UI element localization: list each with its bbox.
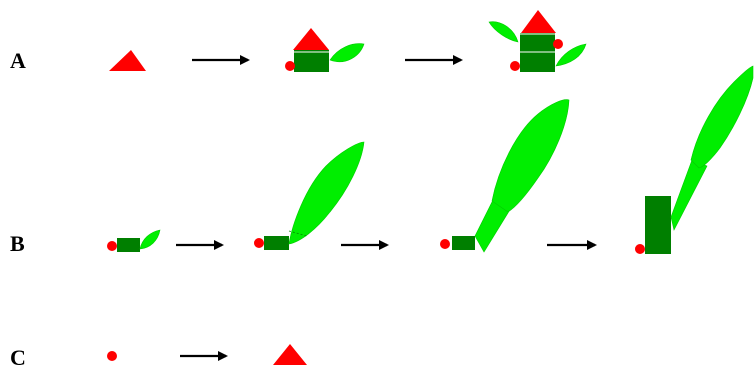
bud-dot-icon: [107, 351, 117, 361]
apex-triangle-icon: [293, 28, 329, 50]
bud-dot-icon: [635, 244, 645, 254]
stem-segment: [452, 236, 475, 250]
leaf-icon: [690, 65, 754, 169]
row-b-stage-1: [107, 229, 161, 252]
leaf-icon: [139, 229, 161, 250]
row-label-b: B: [10, 231, 25, 256]
stem-segment: [264, 236, 289, 250]
row-a-stage-2: [285, 28, 365, 72]
leaf-icon: [288, 141, 365, 245]
leaf-icon: [555, 43, 587, 67]
bud-dot-icon: [440, 239, 450, 249]
stem-segment: [520, 52, 555, 72]
row-b-stage-4: [635, 65, 754, 254]
apex-triangle-icon: [273, 344, 307, 365]
stem-segment: [520, 33, 555, 52]
bud-dot-icon: [254, 238, 264, 248]
petiole: [670, 159, 708, 231]
row-a-stage-1: [109, 50, 146, 71]
stem-segment: [645, 196, 671, 254]
leaf-icon: [488, 21, 519, 43]
apex-triangle-icon: [109, 50, 146, 71]
row-a-stage-3: [488, 10, 587, 72]
row-c-stage-1: [107, 351, 117, 361]
row-b-stage-2: [254, 141, 365, 250]
bud-dot-icon: [107, 241, 117, 251]
apex-triangle-icon: [521, 10, 556, 33]
bud-dot-icon: [553, 39, 563, 49]
bud-dot-icon: [510, 61, 520, 71]
leaf-icon: [491, 99, 570, 213]
stem-segment: [117, 238, 140, 252]
stem-segment: [294, 50, 329, 72]
row-label-c: C: [10, 345, 26, 370]
row-b-stage-3: [440, 99, 570, 253]
leaf-icon: [329, 43, 365, 63]
bud-dot-icon: [285, 61, 295, 71]
row-c-stage-2: [273, 344, 307, 365]
row-label-a: A: [10, 48, 26, 73]
